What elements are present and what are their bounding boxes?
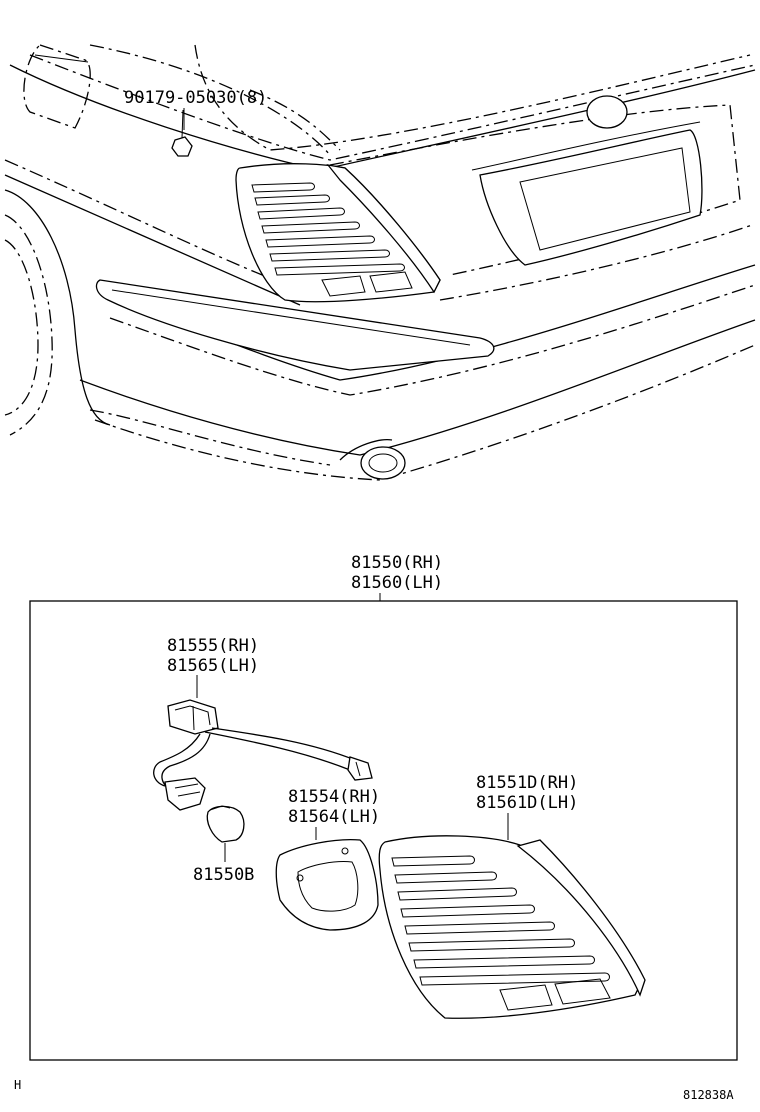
tail-lamp-installed [235,163,441,303]
callout-bulb: 81550B [193,865,255,885]
callout-gasket-rh: 81554(RH) [288,787,381,807]
callout-assembly-rh: 81550(RH) [351,553,444,573]
callout-gasket-lh: 81564(LH) [288,807,381,827]
callout-lens-rh: 81551D(RH) [476,773,579,793]
callout-assembly-lh: 81560(LH) [351,573,444,593]
bulb-illustration [206,805,245,862]
assembly-frame [29,600,738,1061]
socket-and-wire [153,675,373,811]
footer-left-code: H [14,1078,22,1092]
callout-socket-rh: 81555(RH) [167,636,260,656]
diagram-id: 812838A [683,1088,734,1102]
callout-bolt: 90179-05030(8) [124,88,268,108]
gasket-illustration [275,827,379,931]
callout-socket-lh: 81565(LH) [167,656,260,676]
vehicle-rear-illustration [4,44,756,481]
callout-lens-lh: 81561D(LH) [476,793,579,813]
lens-illustration [378,813,646,1019]
